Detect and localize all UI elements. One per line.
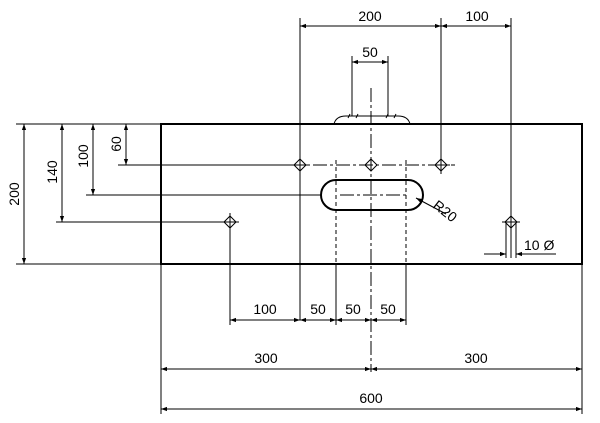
hole-marker [364, 158, 378, 172]
dim-top-50: 50 [362, 44, 378, 60]
dim-left-200: 200 [6, 182, 22, 206]
dim-left-140: 140 [44, 160, 60, 184]
dim-bottom-50-c: 50 [380, 301, 396, 317]
radius-leader [415, 197, 447, 215]
top-boss [333, 115, 411, 125]
dim-bottom-100: 100 [253, 301, 277, 317]
dim-bottom-300-left: 300 [254, 350, 278, 366]
dim-left-60: 60 [108, 136, 124, 152]
dim-bottom-600: 600 [359, 390, 383, 406]
hole-diameter-label: 10 Ø [524, 237, 554, 253]
dim-bottom-50-a: 50 [310, 301, 326, 317]
dim-bottom-50-b: 50 [345, 301, 361, 317]
dim-top-100: 100 [465, 8, 489, 24]
radius-label: R20 [430, 197, 460, 226]
dim-top-200: 200 [358, 8, 382, 24]
dim-left-100: 100 [75, 144, 91, 168]
dim-bottom-300-right: 300 [464, 350, 488, 366]
